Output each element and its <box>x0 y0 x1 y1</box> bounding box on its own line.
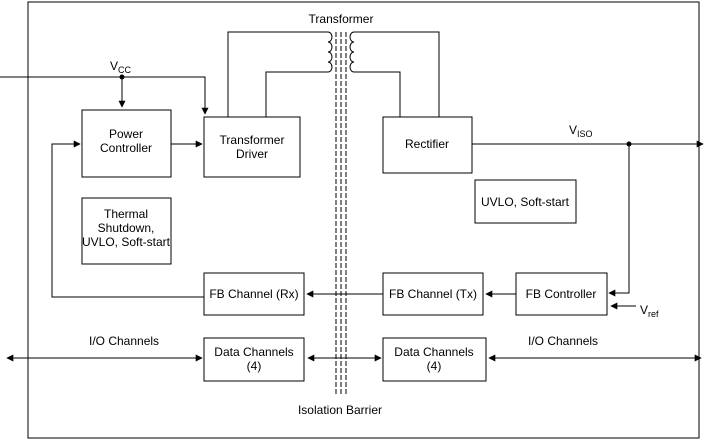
transformer-label: Transformer <box>309 12 374 26</box>
device-outline <box>27 1 700 439</box>
viso-to-fb-controller <box>608 144 630 297</box>
wire-driver-bottom <box>265 71 328 117</box>
block-text: (4) <box>247 359 262 373</box>
block-text: UVLO, Soft-start <box>82 235 171 249</box>
block-text: Power <box>109 127 143 141</box>
block-data-channels-right: Data Channels(4) <box>382 337 487 382</box>
block-text: Shutdown, <box>98 221 155 235</box>
block-text: FB Channel (Rx) <box>209 287 298 301</box>
svg-text:FB Controller: FB Controller <box>526 287 597 301</box>
block-text: UVLO, Soft-start <box>481 195 570 209</box>
vref-label-main: V <box>640 303 648 317</box>
wire-rectifier-top <box>354 31 440 117</box>
viso-label-main: V <box>569 123 577 137</box>
block-text: FB Channel (Tx) <box>389 287 477 301</box>
svg-text:Data Channels(4): Data Channels(4) <box>394 345 473 373</box>
rx-to-power-controller <box>51 140 204 298</box>
vcc-input-line <box>0 76 209 115</box>
block-text: Rectifier <box>405 137 449 151</box>
wire-driver-top <box>227 31 328 117</box>
svg-text:UVLO, Soft-start: UVLO, Soft-start <box>481 195 570 209</box>
isolation-barrier-label: Isolation Barrier <box>298 403 382 417</box>
block-uvlo-right: UVLO, Soft-start <box>474 179 577 224</box>
isolation-barrier <box>335 32 347 395</box>
block-fb-controller: FB Controller <box>515 272 608 316</box>
wire-rectifier-bottom <box>354 71 401 117</box>
vref-label: Vref <box>640 303 659 319</box>
block-rectifier: Rectifier <box>382 116 473 174</box>
viso-label-sub: ISO <box>577 129 593 139</box>
svg-text:FB Channel (Tx): FB Channel (Tx) <box>389 287 477 301</box>
block-data-channels-left: Data Channels(4) <box>203 337 305 382</box>
vref-label-sub: ref <box>648 309 659 319</box>
block-text: Data Channels <box>394 345 473 359</box>
secondary-coil <box>349 31 355 73</box>
svg-text:FB Channel (Rx): FB Channel (Rx) <box>209 287 298 301</box>
vcc-label-sub: CC <box>118 65 131 75</box>
viso-label: VISO <box>569 123 593 139</box>
svg-text:Rectifier: Rectifier <box>405 137 449 151</box>
block-text: Driver <box>236 147 268 161</box>
block-text: Controller <box>100 141 152 155</box>
vcc-junction <box>119 74 125 80</box>
vcc-label: VCC <box>110 59 132 75</box>
block-text: (4) <box>427 359 442 373</box>
block-fb-channel-tx: FB Channel (Tx) <box>382 272 484 316</box>
vcc-label-main: V <box>110 59 118 73</box>
io-channels-right-label: I/O Channels <box>528 334 598 348</box>
block-text: FB Controller <box>526 287 597 301</box>
block-fb-channel-rx: FB Channel (Rx) <box>203 272 305 316</box>
block-text: Transformer <box>220 133 285 147</box>
primary-coil <box>327 31 333 73</box>
io-channels-left-label: I/O Channels <box>89 334 159 348</box>
svg-text:Data Channels(4): Data Channels(4) <box>214 345 293 373</box>
block-text: Thermal <box>104 207 148 221</box>
block-text: Data Channels <box>214 345 293 359</box>
